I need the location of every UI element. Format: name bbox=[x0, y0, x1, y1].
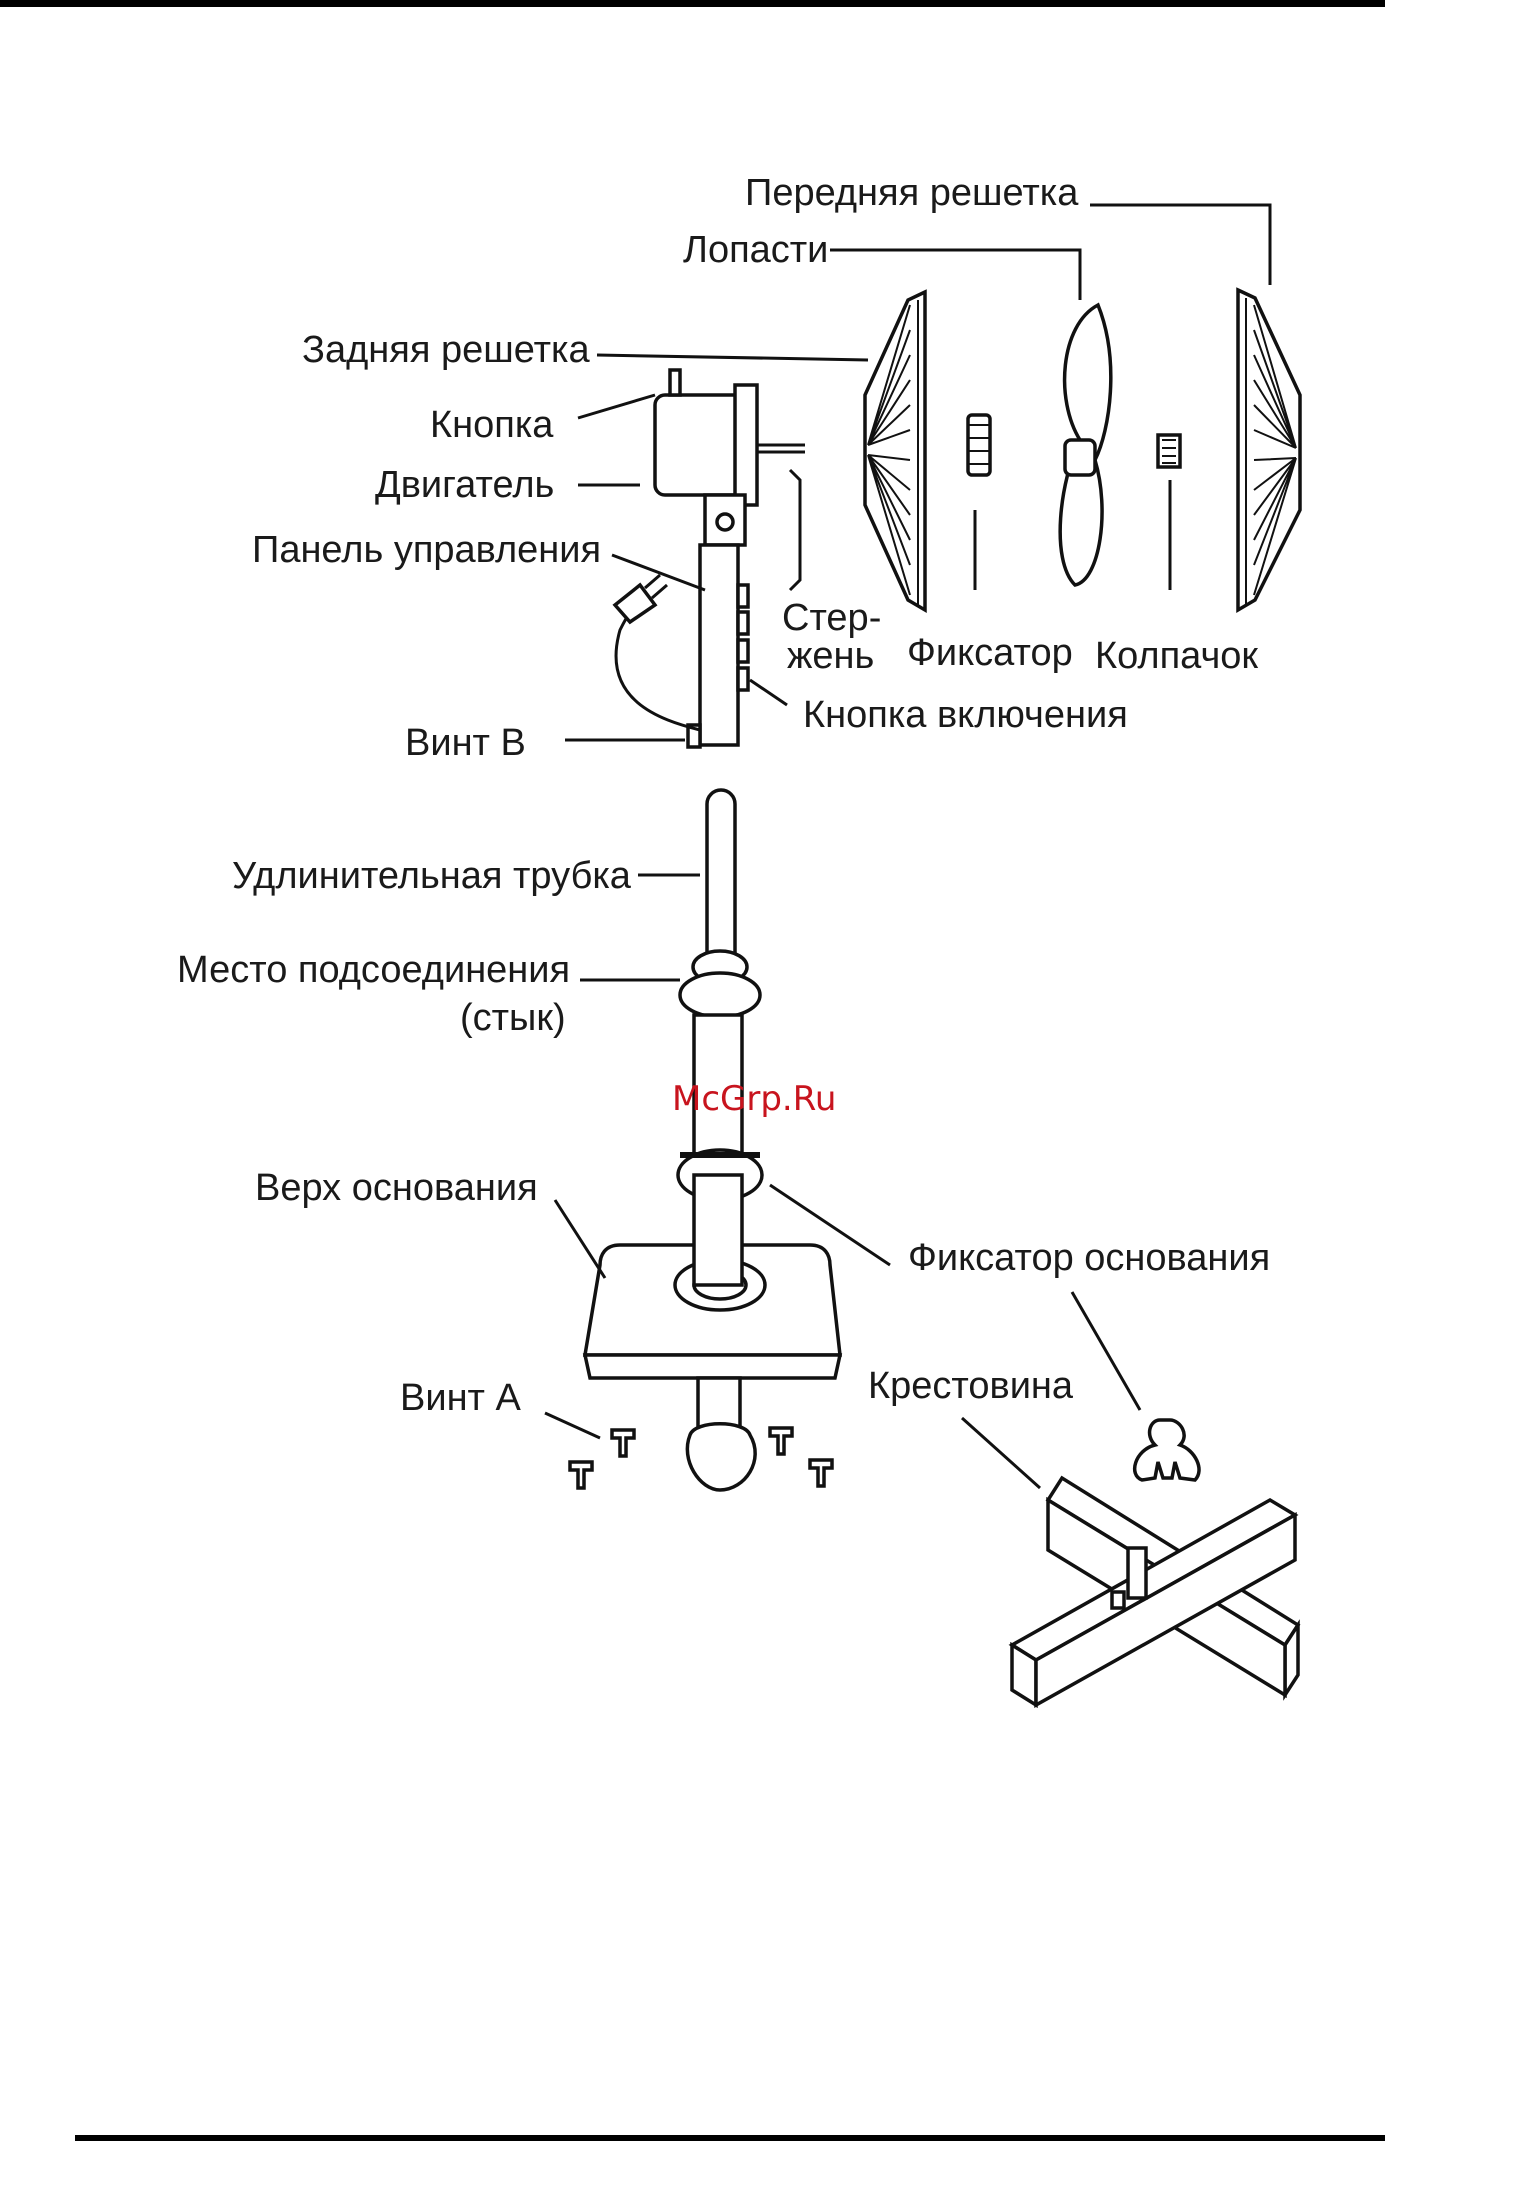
front-grille-label: Передняя решетка bbox=[745, 172, 1079, 214]
shaft-label-line2: жень bbox=[787, 635, 874, 677]
extension-tube-part bbox=[678, 790, 762, 1200]
cross-base-label: Крестовина bbox=[868, 1365, 1074, 1407]
motor-label: Двигатель bbox=[375, 464, 554, 506]
clamp-part bbox=[968, 415, 990, 590]
joint-label-line1: Место подсоединения bbox=[177, 949, 570, 991]
front-grille-part bbox=[1238, 290, 1300, 610]
blades-label: Лопасти bbox=[683, 229, 828, 271]
shaft-label-line1: Стер- bbox=[782, 597, 881, 639]
top-border bbox=[0, 0, 1385, 7]
control-panel-part bbox=[688, 545, 748, 747]
bottom-border bbox=[75, 2135, 1385, 2141]
power-cord bbox=[615, 575, 700, 730]
cross-base-part bbox=[1012, 1478, 1298, 1705]
blades-part bbox=[1060, 305, 1111, 585]
base-clamp-label: Фиксатор основания bbox=[908, 1237, 1270, 1279]
power-button-label: Кнопка включения bbox=[803, 694, 1128, 736]
extension-tube-label: Удлинительная трубка bbox=[232, 855, 632, 897]
control-panel-label: Панель управления bbox=[252, 529, 601, 571]
motor-part bbox=[655, 370, 805, 545]
clamp-label: Фиксатор bbox=[907, 632, 1073, 674]
joint-label-line2: (стык) bbox=[460, 997, 566, 1039]
rear-grille-label: Задняя решетка bbox=[302, 329, 590, 371]
base-top-label: Верх основания bbox=[255, 1167, 538, 1209]
cap-label: Колпачок bbox=[1095, 635, 1258, 677]
button-label: Кнопка bbox=[430, 404, 554, 446]
screw-b-label: Винт В bbox=[405, 722, 526, 764]
rear-grille-part bbox=[865, 292, 925, 610]
base-clamp-part bbox=[1135, 1420, 1199, 1480]
screw-a-label: Винт А bbox=[400, 1377, 522, 1419]
cap-part bbox=[1158, 435, 1180, 590]
watermark: McGrp.Ru bbox=[672, 1079, 836, 1119]
